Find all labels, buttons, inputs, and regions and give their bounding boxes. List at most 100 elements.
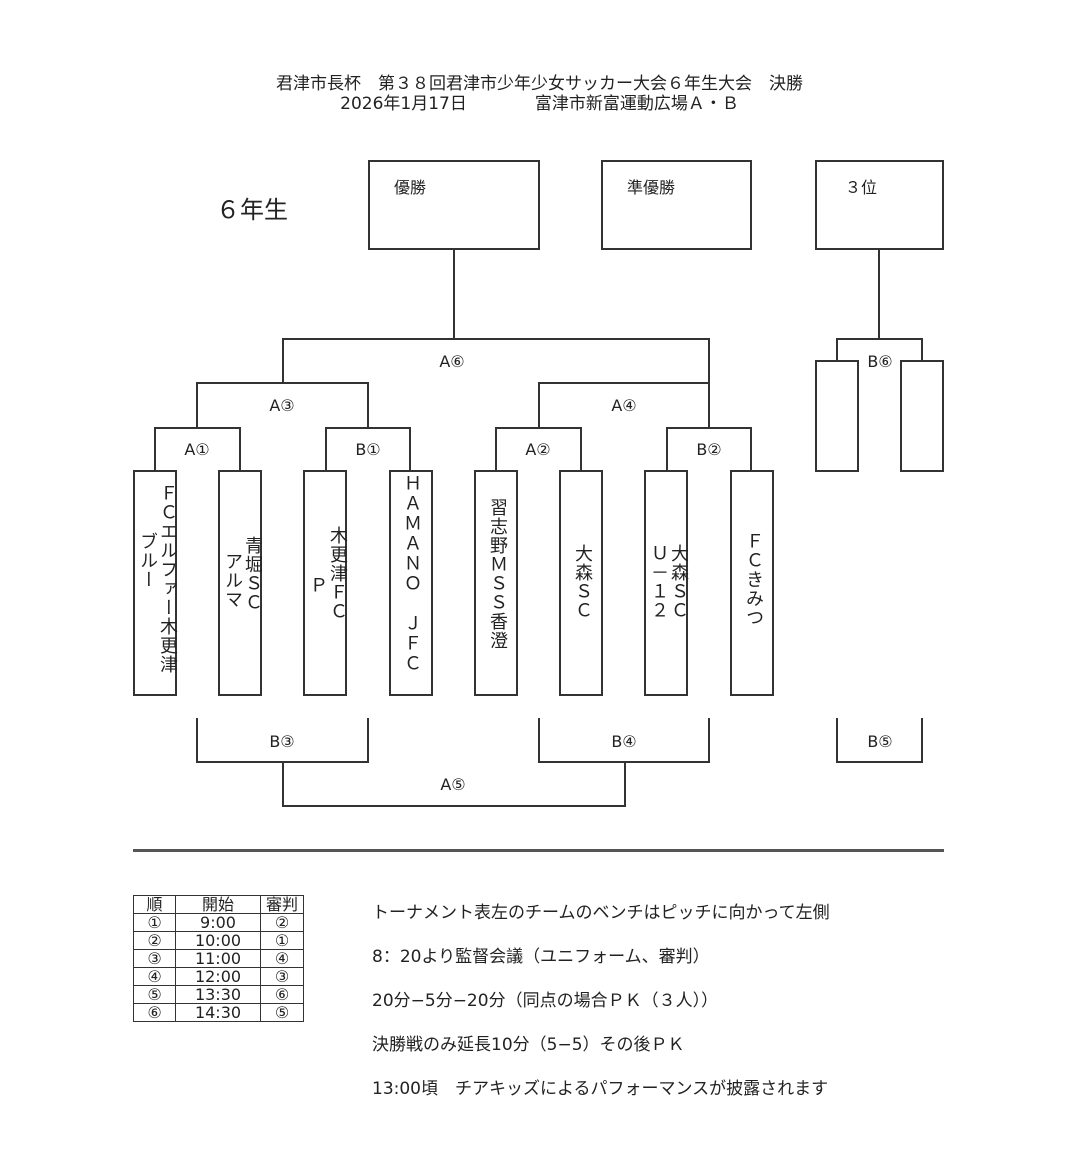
team-box: ＦＣエルファー木更津 ブルー — [133, 470, 178, 696]
team-name: 大森ＳＣ — [668, 544, 689, 620]
team-box: 大森ＳＣ — [559, 470, 603, 696]
bracket-line — [282, 338, 710, 340]
bracket-line — [495, 427, 582, 429]
referee-cell: ⑥ — [260, 985, 304, 1004]
bracket-line — [367, 382, 369, 428]
table-row: ② 10:00 ① — [133, 931, 304, 950]
order-cell: ④ — [133, 967, 176, 986]
runner-up-label: 準優勝 — [627, 178, 676, 197]
bracket-line — [538, 382, 540, 428]
team-box: ＦＣきみつ — [730, 470, 774, 696]
bracket-line — [409, 427, 411, 471]
third-place-slot — [815, 360, 859, 472]
table-row: ④ 12:00 ③ — [133, 967, 304, 986]
match-label-b4: B④ — [611, 732, 637, 751]
bracket-line — [836, 761, 923, 763]
team-box: ＨＡＭＡＮＯ ＪＦＣ — [389, 470, 433, 696]
bracket-line — [624, 762, 626, 807]
order-cell: ③ — [133, 949, 176, 968]
bracket-line — [836, 718, 838, 763]
table-row: ⑥ 14:30 ⑤ — [133, 1003, 304, 1022]
third-place-box: ３位 — [815, 160, 944, 250]
section-divider — [133, 849, 944, 852]
bracket-line — [196, 718, 198, 763]
team-name: 大森ＳＣ — [572, 544, 593, 620]
team-name: 青堀ＳＣ — [242, 536, 263, 612]
team-name-sub: Ｕ－１２ — [648, 544, 669, 620]
note-item: 20分−5分−20分（同点の場合ＰＫ（３人）） — [372, 991, 719, 1011]
order-cell: ⑤ — [133, 985, 176, 1004]
start-cell: 11:00 — [175, 949, 261, 968]
note-item: 13:00頃 チアキッズによるパフォーマンスが披露されます — [372, 1079, 829, 1099]
start-cell: 10:00 — [175, 931, 261, 950]
referee-cell: ① — [260, 931, 304, 950]
winner-label: 優勝 — [394, 178, 427, 197]
bracket-line — [282, 762, 284, 807]
bracket-line — [836, 338, 923, 340]
note-item: 決勝戦のみ延長10分（5−5）その後ＰＫ — [372, 1035, 685, 1055]
start-cell: 14:30 — [175, 1003, 261, 1022]
bracket-line — [239, 427, 241, 471]
referee-cell: ③ — [260, 967, 304, 986]
team-name: 習志野ＭＳＳ香澄 — [487, 498, 508, 650]
match-label-b6: B⑥ — [867, 352, 893, 371]
bracket-line — [453, 250, 455, 340]
order-cell: ① — [133, 913, 176, 932]
bracket-line — [666, 427, 668, 471]
table-header: 順 — [133, 895, 176, 914]
table-row: ⑤ 13:30 ⑥ — [133, 985, 304, 1004]
bracket-line — [708, 718, 710, 763]
bracket-line — [538, 718, 540, 763]
order-cell: ② — [133, 931, 176, 950]
third-place-label: ３位 — [845, 178, 878, 197]
bracket-line — [878, 250, 880, 340]
bracket-line — [921, 718, 923, 763]
table-header-row: 順 開始 審判 — [133, 895, 304, 914]
match-label-a2: A② — [525, 440, 551, 459]
bracket-line — [580, 427, 582, 471]
team-box: 木更津ＦＣ Ｐ — [303, 470, 348, 696]
note-item: トーナメント表左のチームのベンチはピッチに向かって左側 — [372, 903, 830, 923]
team-name: ＦＣエルファー木更津 — [157, 484, 178, 674]
table-row: ① 9:00 ② — [133, 913, 304, 932]
start-cell: 13:30 — [175, 985, 261, 1004]
third-place-slot — [900, 360, 944, 472]
start-cell: 9:00 — [175, 913, 261, 932]
bracket-line — [154, 427, 241, 429]
bracket-line — [836, 338, 838, 361]
team-name-sub: Ｐ — [307, 576, 328, 595]
match-label-a4: A④ — [611, 396, 637, 415]
bracket-line — [196, 382, 198, 428]
bracket-line — [750, 427, 752, 471]
bracket-line — [666, 427, 752, 429]
match-label-b2: B② — [696, 440, 722, 459]
match-label-a3: A③ — [269, 396, 295, 415]
match-label-a1: A① — [184, 440, 210, 459]
bracket-line — [921, 338, 923, 361]
start-cell: 12:00 — [175, 967, 261, 986]
table-header: 審判 — [260, 895, 304, 914]
schedule-table: 順 開始 審判 ① 9:00 ② ② 10:00 ① ③ 11:00 ④ ④ 1… — [133, 895, 304, 1022]
bracket-line — [154, 427, 156, 471]
bracket-line — [495, 427, 497, 471]
team-box: 習志野ＭＳＳ香澄 — [474, 470, 518, 696]
match-label-b3: B③ — [269, 732, 295, 751]
team-name: 木更津ＦＣ — [327, 526, 348, 621]
referee-cell: ④ — [260, 949, 304, 968]
bracket-line — [708, 382, 710, 428]
table-header: 開始 — [175, 895, 261, 914]
bracket-line — [708, 338, 710, 384]
category-label: ６年生 — [216, 196, 288, 224]
team-box: 大森ＳＣ Ｕ－１２ — [644, 470, 689, 696]
team-name-sub: ブルー — [137, 532, 158, 589]
date-venue: 2026年1月17日 富津市新富運動広場Ａ・Ｂ — [340, 94, 739, 114]
winner-box: 優勝 — [368, 160, 540, 250]
team-name-sub: アルマ — [222, 552, 243, 609]
team-name: ＦＣきみつ — [743, 532, 764, 627]
bracket-line — [367, 718, 369, 763]
order-cell: ⑥ — [133, 1003, 176, 1022]
runner-up-box: 準優勝 — [601, 160, 752, 250]
table-row: ③ 11:00 ④ — [133, 949, 304, 968]
bracket-line — [282, 805, 626, 807]
team-box: 青堀ＳＣ アルマ — [218, 470, 263, 696]
